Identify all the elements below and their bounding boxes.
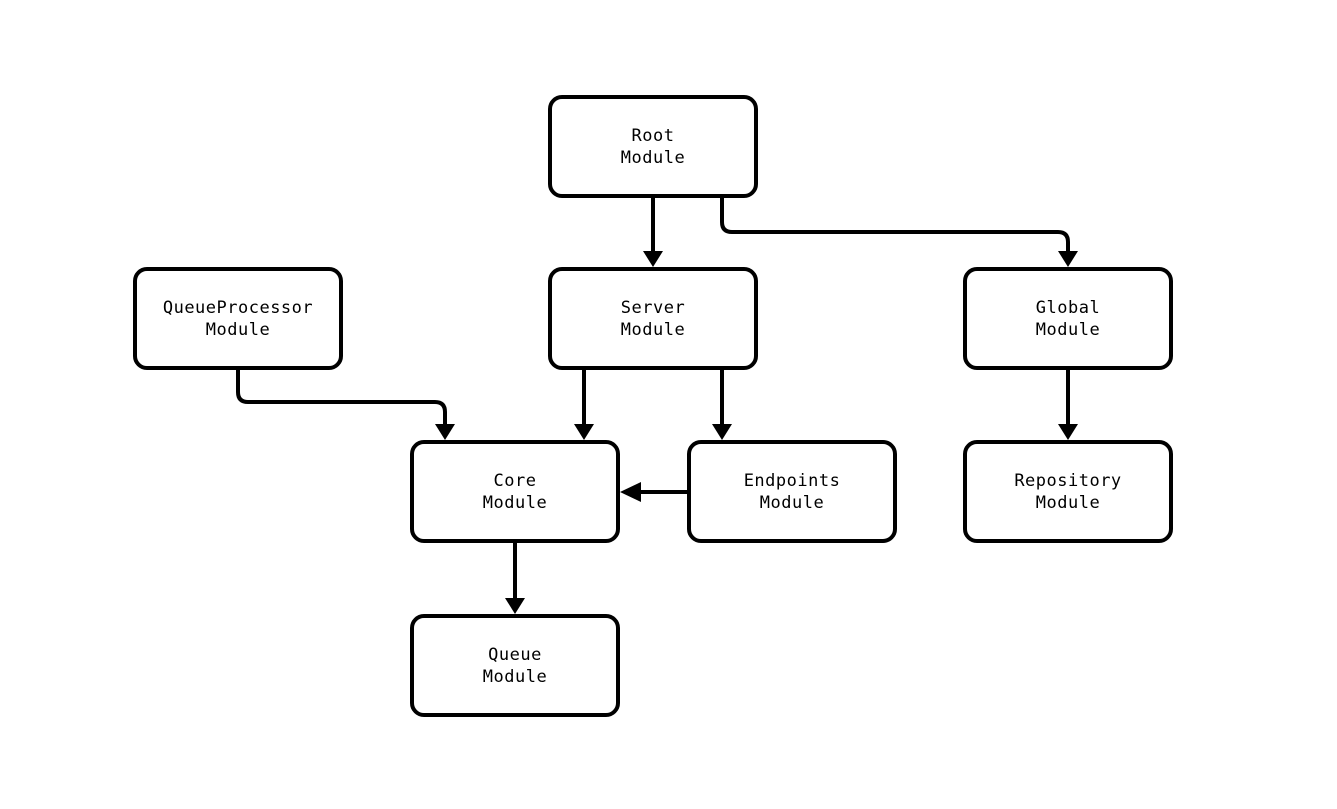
node-server-module[interactable]: Server Module — [548, 267, 758, 370]
node-label-line2: Module — [1035, 492, 1101, 513]
node-label-line2: Module — [759, 492, 825, 513]
node-label-line1: Endpoints — [743, 470, 841, 491]
node-label-line1: Queue — [488, 644, 542, 665]
node-queue-module[interactable]: Queue Module — [410, 614, 620, 717]
edge-server-to-core — [574, 370, 594, 440]
node-label-line2: Module — [1035, 319, 1101, 340]
node-label-line2: Module — [482, 492, 548, 513]
node-root-module[interactable]: Root Module — [548, 95, 758, 198]
node-label-line2: Module — [482, 666, 548, 687]
arrowhead-icon — [574, 424, 594, 440]
arrowhead-icon — [1058, 424, 1078, 440]
node-endpoints-module[interactable]: Endpoints Module — [687, 440, 897, 543]
edge-global-to-repository — [1058, 370, 1078, 440]
arrowhead-icon — [712, 424, 732, 440]
node-label-line2: Module — [205, 319, 271, 340]
node-queueprocessor-module[interactable]: QueueProcessor Module — [133, 267, 343, 370]
arrowhead-icon — [1058, 251, 1078, 267]
edge-root-to-global — [720, 196, 1078, 267]
edge-server-to-endpoints — [712, 370, 732, 440]
node-label-line1: Core — [493, 470, 537, 491]
node-label-line1: Server — [620, 297, 686, 318]
arrowhead-icon — [435, 424, 455, 440]
edge-queueprocessor-to-core — [236, 370, 455, 440]
arrowhead-icon — [643, 251, 663, 267]
node-label-line1: Repository — [1014, 470, 1122, 491]
node-global-module[interactable]: Global Module — [963, 267, 1173, 370]
arrowhead-icon — [505, 598, 525, 614]
node-label-line2: Module — [620, 147, 686, 168]
edge-root-to-server — [643, 196, 663, 267]
node-label-line1: QueueProcessor — [162, 297, 314, 318]
edge-core-to-queue — [505, 543, 525, 614]
node-repository-module[interactable]: Repository Module — [963, 440, 1173, 543]
node-core-module[interactable]: Core Module — [410, 440, 620, 543]
node-label-line2: Module — [620, 319, 686, 340]
edge-endpoints-to-core — [620, 482, 687, 502]
arrowhead-icon — [620, 482, 641, 502]
node-label-line1: Root — [631, 125, 675, 146]
node-label-line1: Global — [1035, 297, 1101, 318]
